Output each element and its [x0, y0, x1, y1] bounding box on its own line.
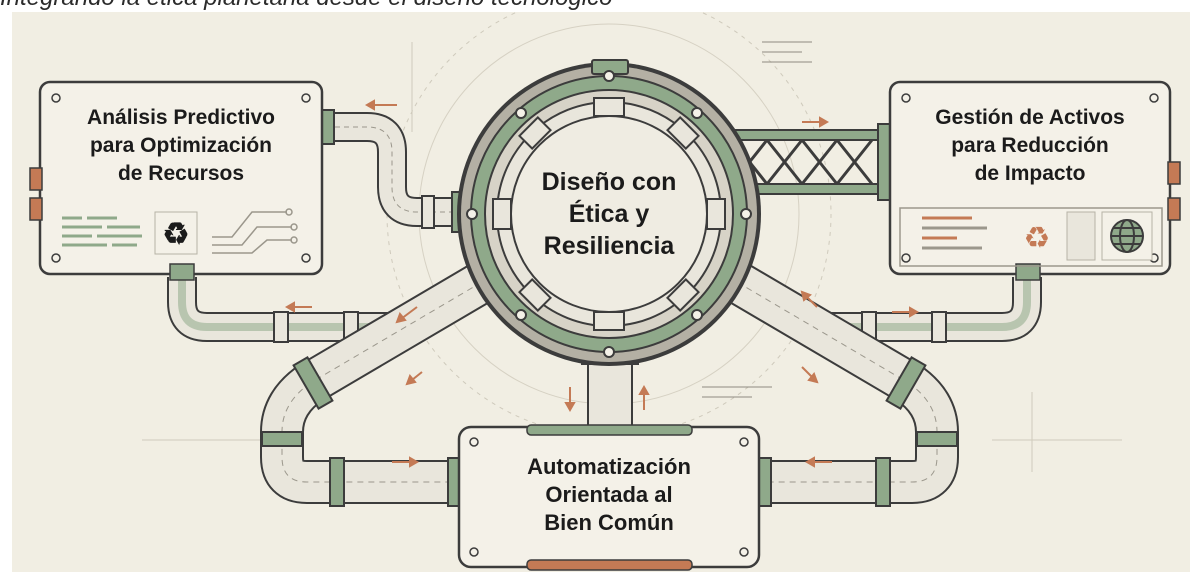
flow-arrows [284, 99, 920, 468]
label-center: Diseño con Ética y Resiliencia [542, 168, 677, 260]
node-label-line: de Recursos [118, 162, 244, 185]
guide-circle-outer [386, 12, 832, 437]
hub-label-line: Ética y [569, 199, 650, 228]
system-diagram: ♻ ♻ [29, 12, 1181, 571]
data-lines [62, 216, 142, 247]
node-label-line: Automatización [527, 454, 691, 479]
recycle-icon: ♻ [163, 218, 190, 251]
data-lines [922, 216, 987, 250]
node-box-right [888, 80, 1181, 281]
hub-bolts [466, 59, 752, 358]
node-label-line: para Optimización [90, 134, 272, 157]
pipe-right-bottom [812, 277, 1042, 343]
circuit-traces [212, 208, 298, 254]
page-subtitle: Integrando la ética planetaria desde el … [0, 0, 1000, 14]
pipe-left-hub [317, 109, 475, 233]
node-label-line: Gestión de Activos [935, 106, 1124, 129]
node-box-bottom [457, 424, 761, 571]
pipe-hub-lower-right [725, 263, 959, 507]
hub-label-line: Resiliencia [544, 232, 676, 260]
node-box-left [29, 80, 324, 281]
bridge-truss [730, 123, 893, 201]
node-label-line: para Reducción [951, 134, 1109, 157]
label-right: Gestión de Activos para Reducción de Imp… [935, 106, 1124, 185]
node-label-line: de Impacto [975, 162, 1086, 185]
label-left: Análisis Predictivo para Optimización de… [87, 106, 275, 185]
node-label-line: Bien Común [544, 510, 674, 535]
node-label-line: Análisis Predictivo [87, 106, 275, 129]
recycle-icon: ♻ [1024, 221, 1051, 256]
central-hub [457, 59, 761, 366]
globe-icon [1110, 219, 1144, 253]
gear-icon [492, 97, 726, 331]
node-label-line: Orientada al [545, 482, 672, 507]
label-bottom: Automatización Orientada al Bien Común [527, 454, 691, 535]
pipe-hub-lower-left [260, 263, 494, 507]
diagram-canvas: ♻ ♻ [12, 12, 1190, 572]
pipe-left-bottom [167, 277, 407, 343]
hub-label-line: Diseño con [542, 168, 677, 196]
